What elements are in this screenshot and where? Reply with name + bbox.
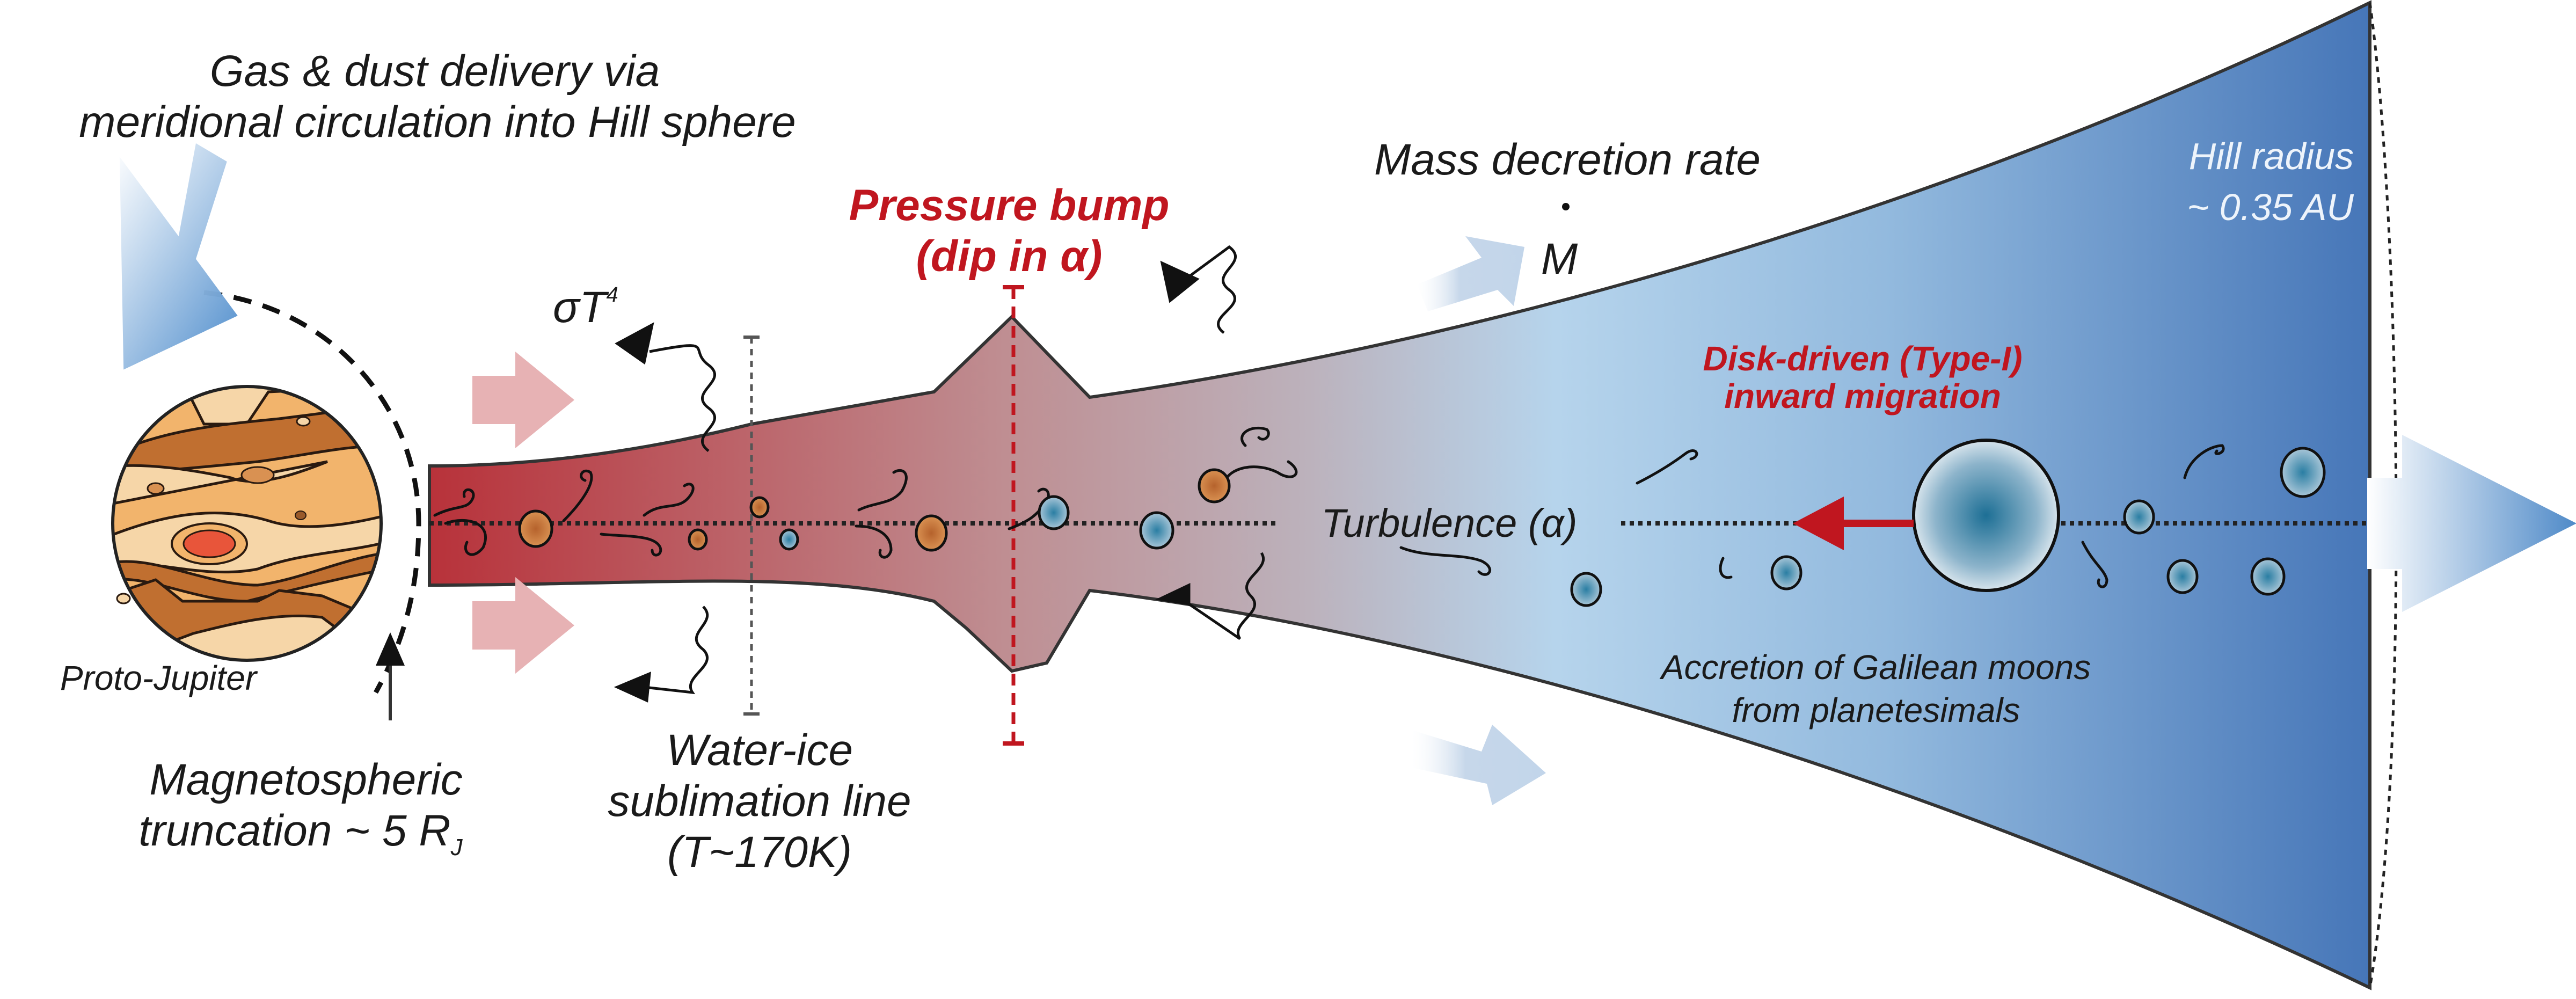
radiation-wave-upper-right: [1160, 245, 1237, 334]
outflow-arrow: [2367, 435, 2576, 612]
turbulence-label: Turbulence (α): [1322, 501, 1578, 545]
pressure-bump-label-2: (dip in α): [916, 232, 1103, 281]
accretion-label-1: Accretion of Galilean moons: [1659, 648, 2091, 687]
magnetospheric-subscript: J: [450, 834, 463, 861]
magnetospheric-label-2: truncation ~ 5 RJ: [138, 806, 463, 861]
type1-migration-label-1: Disk-driven (Type-I): [1703, 339, 2022, 378]
radiation-wave-lower-right: [1155, 552, 1265, 640]
pressure-bump-label-1: Pressure bump: [849, 181, 1170, 230]
sigma-t4-label: σT4: [553, 283, 618, 332]
migrating-moon: [1912, 439, 2060, 592]
water-ice-label-1: Water-ice: [666, 726, 853, 775]
hill-radius-label-1: Hill radius: [2189, 135, 2354, 177]
ice-particles: [779, 447, 2326, 607]
mdot-dot: [1562, 203, 1570, 210]
radiation-wave-upper-left: [615, 322, 717, 452]
mass-decretion-label: Mass decretion rate: [1374, 135, 1761, 184]
type1-migration-label-2: inward migration: [1724, 377, 2001, 415]
magnetospheric-label-2-main: truncation ~ 5 R: [138, 806, 450, 855]
water-ice-label-3: (T~170K): [667, 828, 852, 877]
magnetospheric-label-1: Magnetospheric: [149, 755, 462, 804]
gas-dust-delivery-label-1: Gas & dust delivery via: [210, 47, 660, 96]
inflow-arrow-upper: [472, 352, 574, 448]
accretion-label-2: from planetesimals: [1732, 691, 2020, 730]
gas-dust-delivery-label-2: meridional circulation into Hill sphere: [79, 98, 796, 147]
radiation-wave-lower-left: [614, 606, 709, 703]
turbulence-eddies: [433, 426, 2225, 588]
circumplanetary-disk: [428, 0, 2371, 990]
truncation-pointer-arrow: [376, 632, 405, 720]
proto-jupiter-label: Proto-Jupiter: [60, 659, 258, 697]
sigma-t4-exponent: 4: [607, 283, 618, 307]
sigma-t4-main: σT: [553, 283, 609, 332]
rock-particles: [518, 468, 1231, 552]
mdot-label: M: [1541, 235, 1578, 283]
decretion-arrow-upper: [1417, 236, 1524, 311]
gas-dust-delivery-arrow: [119, 143, 238, 370]
magnetospheric-boundary: [203, 290, 421, 694]
proto-jupiter-planet: [111, 385, 383, 662]
decretion-arrow-lower: [1412, 725, 1546, 805]
migration-arrow: [1793, 497, 1914, 550]
hill-radius-label-2: ~ 0.35 AU: [2187, 186, 2354, 228]
water-ice-label-2: sublimation line: [608, 777, 911, 826]
inflow-arrow-lower: [472, 577, 574, 674]
